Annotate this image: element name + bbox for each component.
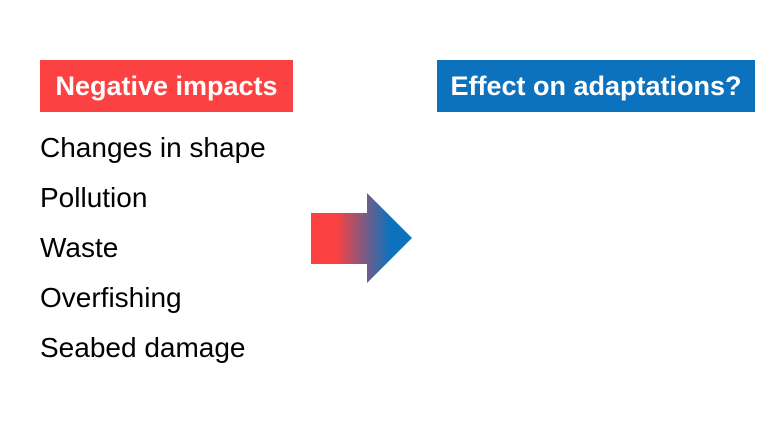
right-arrow-shape	[311, 193, 412, 283]
list-item: Pollution	[40, 182, 148, 213]
effect-on-adaptations-header-label: Effect on adaptations?	[450, 70, 742, 101]
list-item: Waste	[40, 232, 119, 263]
negative-impacts-header-label: Negative impacts	[55, 70, 278, 101]
list-item: Overfishing	[40, 282, 182, 313]
list-item: Seabed damage	[40, 332, 246, 363]
impact-list: Changes in shape Pollution Waste Overfis…	[40, 123, 266, 373]
negative-impacts-header: Negative impacts	[40, 60, 293, 112]
list-item: Changes in shape	[40, 132, 266, 163]
effect-on-adaptations-header: Effect on adaptations?	[437, 60, 755, 112]
right-arrow-icon	[311, 193, 412, 283]
